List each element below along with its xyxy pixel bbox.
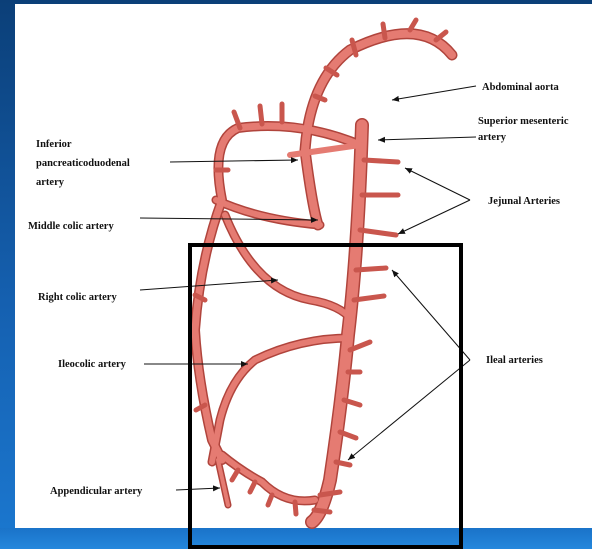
label-ileal-arteries: Ileal arteries [486,355,543,366]
label-abdominal-aorta: Abdominal aorta [482,82,559,93]
label-inferior-panc-line2: pancreaticoduodenal [36,158,130,169]
label-middle-colic: Middle colic artery [28,221,114,232]
arrow-ileal-2 [348,360,470,460]
arrow-appendicular [176,488,220,490]
arrow-abdominal-aorta [392,86,476,100]
vessel-outlines [195,34,452,522]
label-inferior-panc-line3: artery [36,177,65,188]
arrow-right-colic [140,280,278,290]
label-inferior-panc-line1: Inferior [36,139,72,150]
arrow-jejunal-1 [405,168,470,200]
label-superior-mesenteric-line1: Superior mesenteric [478,116,569,127]
labels: Abdominal aorta Superior mesenteric arte… [28,82,569,497]
label-right-colic: Right colic artery [38,292,117,303]
right-colic-vessel [225,215,352,320]
vessels [195,34,452,522]
label-superior-mesenteric-line2: artery [478,132,507,143]
label-jejunal-arteries: Jejunal Arteries [488,196,560,207]
arrow-jejunal-2 [398,200,470,234]
label-ileocolic: Ileocolic artery [58,359,127,370]
arrow-superior-mesenteric [378,137,476,140]
label-appendicular: Appendicular artery [50,486,143,497]
arrow-inferior-pancreaticoduodenal [170,160,298,162]
arrow-ileal-1 [392,270,470,360]
